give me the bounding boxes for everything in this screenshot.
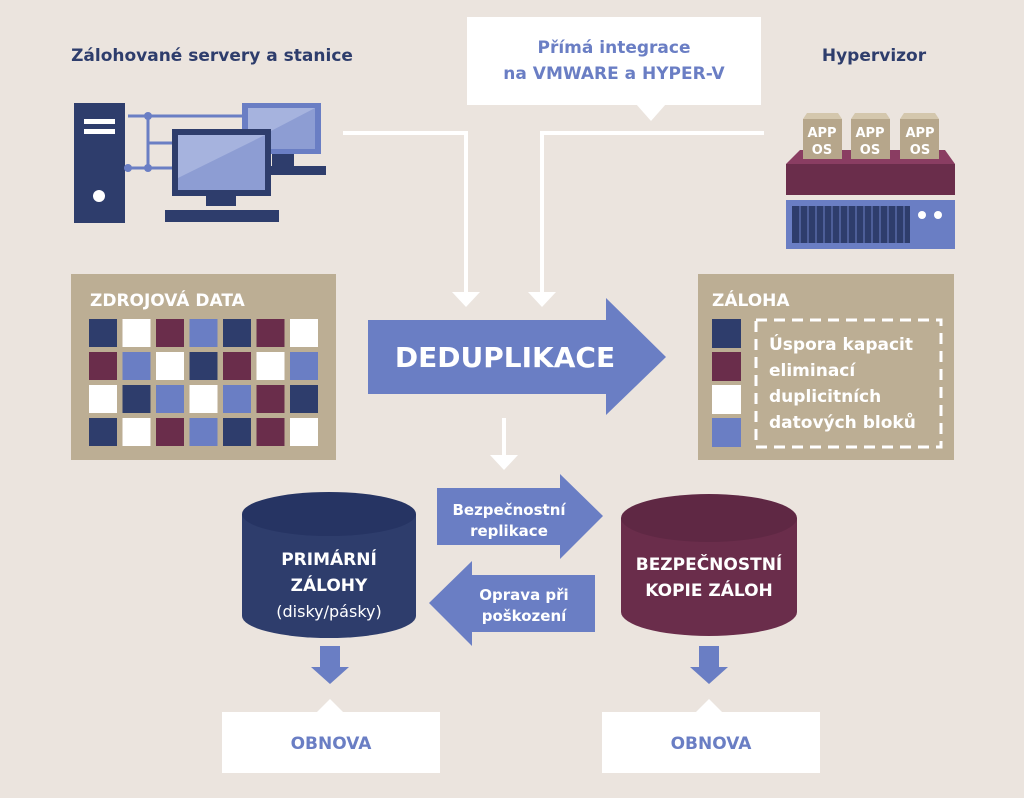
saving-line4: datových bloků [769,411,916,433]
data-block [290,352,318,380]
data-block [89,319,117,347]
restore-label: OBNOVA [291,734,373,754]
backup-title: ZÁLOHA [712,289,790,311]
data-block [223,352,251,380]
repair-line2: poškození [482,607,567,625]
dedup-arrow: DEDUPLIKACE [368,298,666,415]
backup-block-column [712,319,741,447]
restore-box-primary: OBNOVA [222,699,440,773]
repair-line1: Oprava při [479,586,568,604]
data-block [256,385,285,413]
data-block [223,319,251,347]
data-block [89,418,117,446]
integration-line1: Přímá integrace [538,38,691,58]
vm-box-3: APP OS [900,113,939,159]
dedup-label: DEDUPLIKACE [395,341,615,374]
data-block [122,352,151,380]
data-block [156,352,184,380]
unique-data-block [712,319,741,348]
unique-data-block [712,418,741,447]
monitor-front-icon [165,129,279,222]
data-block [290,385,318,413]
restore-down-arrow-left [311,646,349,684]
primary-backup-cylinder: PRIMÁRNÍ ZÁLOHY (disky/pásky) [242,492,416,638]
security-line1: BEZPEČNOSTNÍ [636,553,783,575]
replication-line2: replikace [470,522,548,540]
restore-down-arrow-right [690,646,728,684]
data-block [256,418,285,446]
data-block [122,385,151,413]
vm-app-label: APP [855,126,884,141]
source-data-panel: ZDROJOVÁ DATA [71,274,336,460]
data-block [256,352,285,380]
network-link-icon [124,112,242,172]
saving-line3: duplicitních [769,387,881,407]
vm-os-label: OS [860,143,880,158]
vm-app-label: APP [905,126,934,141]
server-tower-icon [74,103,125,223]
backup-panel: ZÁLOHA Úspora kapacit eliminací duplicit… [698,274,954,460]
saving-line2: eliminací [769,361,856,381]
vm-os-label: OS [910,143,930,158]
primary-line1: PRIMÁRNÍ [281,548,377,570]
data-block [122,319,151,347]
data-block [290,319,318,347]
hypervisor-icon: APP OS APP OS APP OS [786,113,955,249]
unique-data-block [712,352,741,381]
servers-title: Zálohované servery a stanice [71,46,353,66]
restore-label: OBNOVA [671,734,753,754]
vm-box-1: APP OS [803,113,842,159]
data-block [122,418,151,446]
vm-os-label: OS [812,143,832,158]
vm-box-2: APP OS [851,113,890,159]
data-block [156,418,184,446]
vm-app-label: APP [807,126,836,141]
flow-connectors [343,131,764,470]
integration-line2: na VMWARE a HYPER-V [503,64,725,84]
data-block [156,319,184,347]
unique-data-block [712,385,741,414]
data-block [223,418,251,446]
data-block [290,418,318,446]
data-block [89,385,117,413]
data-block [256,319,285,347]
replication-line1: Bezpečnostní [452,501,566,519]
data-block [89,352,117,380]
replication-arrow: Bezpečnostní replikace [437,474,603,559]
hypervisor-title: Hypervizor [822,46,927,66]
restore-box-security: OBNOVA [602,699,820,773]
data-block [189,385,218,413]
rack-server-icon [786,200,955,249]
data-block [189,352,218,380]
source-data-grid [89,319,318,446]
data-block [223,385,251,413]
source-data-title: ZDROJOVÁ DATA [90,289,246,311]
data-block [189,319,218,347]
security-line2: KOPIE ZÁLOH [645,579,773,601]
repair-arrow: Oprava při poškození [429,561,595,646]
primary-line2: ZÁLOHY [291,574,368,596]
security-copy-cylinder: BEZPEČNOSTNÍ KOPIE ZÁLOH [621,494,797,636]
primary-line3: (disky/pásky) [276,602,381,621]
saving-dashed-box [754,318,943,449]
data-block [189,418,218,446]
integration-callout: Přímá integrace na VMWARE a HYPER-V [467,17,761,121]
saving-line1: Úspora kapacit [769,333,913,355]
data-block [156,385,184,413]
